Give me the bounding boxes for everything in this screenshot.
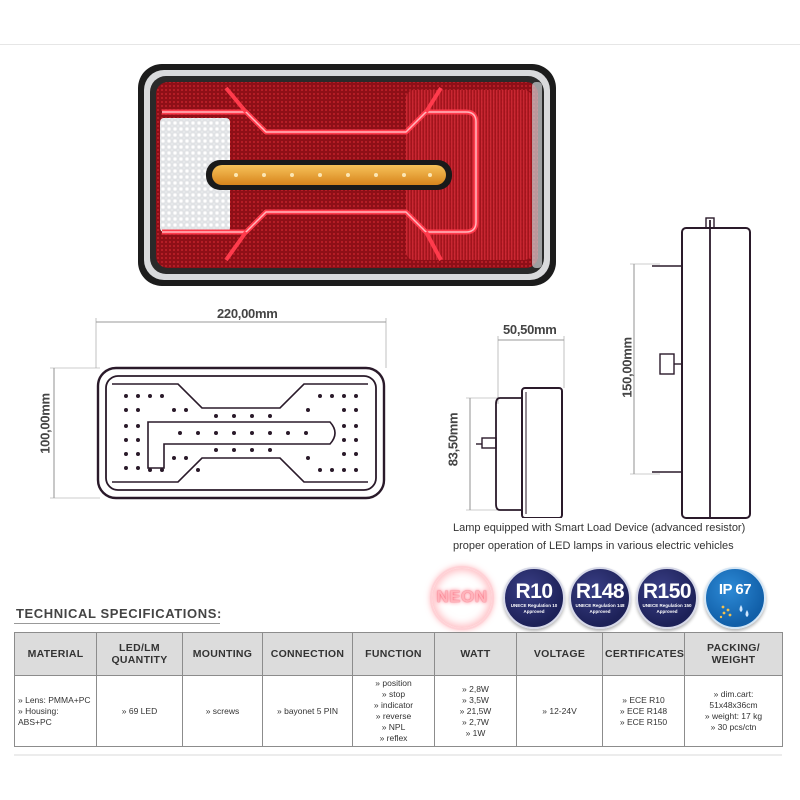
width-dimension-label: 220,00mm <box>217 306 278 321</box>
function-item: » reflex <box>379 733 408 743</box>
dust-water-icon <box>719 605 749 619</box>
function-item: » position <box>375 678 412 688</box>
neon-badge: NEON <box>430 566 494 630</box>
r148-badge-regulation: UNECE Regulation 148 <box>575 603 625 608</box>
watt-cell: » 2,8W » 3,5W » 21,5W » 2,7W » 1W <box>434 675 517 747</box>
spec-title: TECHNICAL SPECIFICATIONS: <box>16 606 222 621</box>
col-header-mounting: MOUNTING <box>182 632 263 676</box>
side-height-dimension-label: 83,50mm <box>445 412 461 467</box>
spec-title-underline <box>14 623 220 624</box>
r150-badge-label: R150 <box>642 580 692 603</box>
col-header-function: FUNCTION <box>352 632 435 676</box>
r10-badge: R10 UNECE Regulation 10 Approved <box>503 567 565 629</box>
col-header-connection: CONNECTION <box>262 632 353 676</box>
depth-dimension-label: 50,50mm <box>503 322 557 337</box>
material-housing: » Housing: ABS+PC <box>18 705 59 727</box>
lamp-product-photo <box>138 64 556 286</box>
function-item: » reverse <box>375 711 412 721</box>
bottom-divider <box>14 754 782 756</box>
watt-item: » 1W <box>465 727 486 738</box>
material-lens: » Lens: PMMA+PC <box>18 694 91 705</box>
neon-badge-label: NEON <box>436 587 488 606</box>
mounting-cell: » screws <box>182 675 263 747</box>
function-cell: » position » stop » indicator » reverse … <box>352 675 435 747</box>
col-header-certificates: CERTIFICATES <box>602 632 685 676</box>
r150-badge-regulation: UNECE Regulation 150 <box>642 603 692 608</box>
packing-item: » dim.cart: <box>713 689 754 699</box>
ip67-badge: IP 67 <box>704 567 766 629</box>
spec-header-row: MATERIAL LED/LM QUANTITY MOUNTING CONNEC… <box>14 632 783 676</box>
watt-item: » 2,8W <box>462 683 489 694</box>
certificate-item: » ECE R148 <box>619 705 668 716</box>
packing-item: 51x48x36cm <box>709 700 758 710</box>
r148-badge-approved: Approved <box>589 609 611 614</box>
r10-badge-regulation: UNECE Regulation 10 <box>510 603 558 608</box>
watt-item: » 2,7W <box>462 716 489 727</box>
spec-table: MATERIAL LED/LM QUANTITY MOUNTING CONNEC… <box>14 632 783 747</box>
packing-item: » weight: 17 kg <box>704 711 763 721</box>
height-dimension-label: 100,00mm <box>37 393 53 454</box>
col-header-material: MATERIAL <box>14 632 97 676</box>
r150-badge-approved: Approved <box>656 609 678 614</box>
r148-badge: R148 UNECE Regulation 148 Approved <box>569 567 631 629</box>
profile-view-drawing <box>630 217 751 519</box>
smart-load-note-line2: proper operation of LED lamps in various… <box>453 540 734 552</box>
packing-item: » 30 pcs/ctn <box>710 722 757 732</box>
voltage-cell: » 12-24V <box>516 675 603 747</box>
led-cell: » 69 LED <box>96 675 183 747</box>
col-header-packing: PACKING/ WEIGHT <box>684 632 783 676</box>
front-view-drawing <box>50 318 387 500</box>
col-header-voltage: VOLTAGE <box>516 632 603 676</box>
function-item: » NPL <box>381 722 406 732</box>
ip67-badge-label: IP 67 <box>718 581 752 598</box>
connection-cell: » bayonet 5 PIN <box>262 675 353 747</box>
table-row: » Lens: PMMA+PC » Housing: ABS+PC » 69 L… <box>14 675 783 747</box>
profile-height-dimension-label: 150,00mm <box>619 337 635 398</box>
col-header-watt: WATT <box>434 632 517 676</box>
r150-badge: R150 UNECE Regulation 150 Approved <box>636 567 698 629</box>
side-view-drawing <box>466 336 565 518</box>
function-item: » stop <box>381 689 406 699</box>
material-cell: » Lens: PMMA+PC » Housing: ABS+PC <box>14 675 97 747</box>
function-item: » indicator <box>373 700 414 710</box>
col-header-led: LED/LM QUANTITY <box>96 632 183 676</box>
r10-badge-label: R10 <box>515 580 553 603</box>
packing-cell: » dim.cart: 51x48x36cm » weight: 17 kg »… <box>684 675 783 747</box>
r10-badge-approved: Approved <box>523 609 545 614</box>
certificate-item: » ECE R10 <box>622 694 665 705</box>
watt-item: » 21,5W <box>459 705 492 716</box>
certificates-cell: » ECE R10 » ECE R148 » ECE R150 <box>602 675 685 747</box>
r148-badge-label: R148 <box>575 580 625 603</box>
smart-load-note-line1: Lamp equipped with Smart Load Device (ad… <box>453 522 746 534</box>
top-divider <box>0 44 800 45</box>
watt-item: » 3,5W <box>462 694 489 705</box>
certificate-item: » ECE R150 <box>619 716 668 727</box>
